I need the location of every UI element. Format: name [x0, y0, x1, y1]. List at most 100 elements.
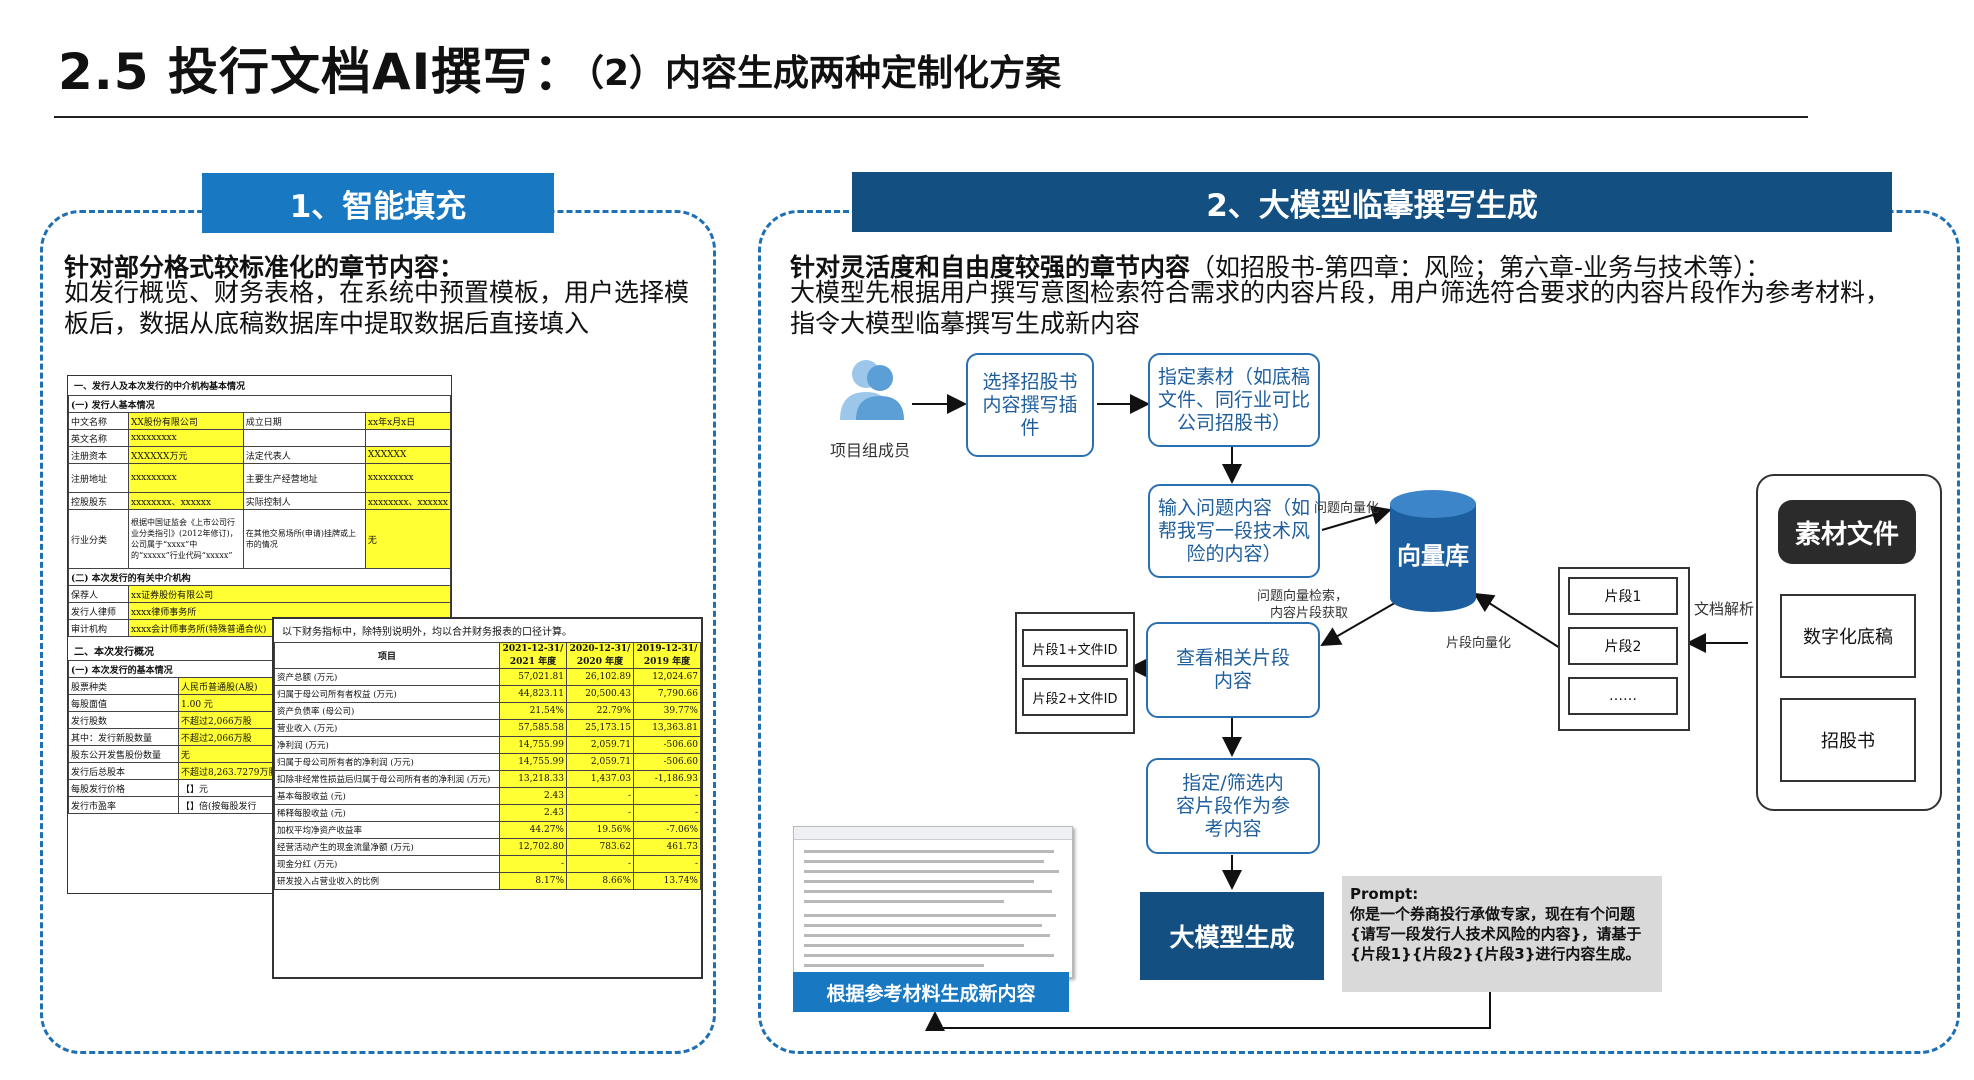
material-prospectus: 招股书 — [1780, 698, 1916, 782]
right-heading-bold: 针对灵活度和自由度较强的章节内容 — [790, 253, 1191, 282]
doc-cell: 行业分类 — [68, 509, 129, 569]
doc-cell: XXXXXX万元 — [128, 446, 244, 464]
doc-cell: 发行市盈率 — [68, 796, 179, 814]
doc-cell: 无 — [364, 509, 451, 569]
title-divider — [54, 116, 1808, 118]
doc-cell: xxxx律师事务所 — [128, 602, 451, 620]
right-panel-desc-line2: 指令大模型临摹撰写生成新内容 — [790, 309, 1141, 338]
row-value: - — [499, 855, 567, 873]
row-value: 26,102.89 — [566, 668, 634, 686]
prompt-text: 你是一个券商投行承做专家，现在有个问题{请写一段发行人技术风险的内容}，请基于{… — [1350, 905, 1642, 963]
table-row: 基本每股收益 (元)2.43-- — [274, 787, 701, 805]
doc-text-lines — [804, 850, 1059, 967]
row-value: -506.60 — [633, 736, 701, 754]
person-icon — [836, 356, 908, 420]
doc-note: 以下财务指标中，除特别说明外，均以合并财务报表的口径计算。 — [282, 627, 572, 638]
doc-cell: xxxxxxxxx — [128, 429, 244, 447]
label-search: 问题向量检索，内容片段获取 — [1256, 589, 1348, 621]
row-value: - — [633, 787, 701, 805]
label-vectorize: 问题向量化 — [1314, 501, 1380, 516]
arrow-db-to-view — [1320, 599, 1401, 646]
doc-cell: 在其他交易场所(申请)挂牌或上市的情况 — [242, 509, 366, 569]
row-value: 2,059.71 — [566, 736, 634, 754]
row-value: - — [633, 804, 701, 822]
row-value: 13,363.81 — [633, 719, 701, 737]
row-value: - — [566, 787, 634, 805]
materials-title: 素材文件 — [1778, 500, 1916, 564]
doc-cell: xxxxxxxxx — [364, 463, 451, 493]
prompt-box: Prompt: 你是一个券商投行承做专家，现在有个问题{请写一段发行人技术风险的… — [1342, 876, 1662, 992]
row-value: 14,755.99 — [499, 753, 567, 771]
row-value: 20,500.43 — [566, 685, 634, 703]
row-value: 14,755.99 — [499, 736, 567, 754]
assign-material-box: 指定素材（如底稿文件、同行业可比公司招股书） — [1148, 353, 1320, 447]
row-value: - — [566, 804, 634, 822]
left-panel-heading: 针对部分格式较标准化的章节内容： — [64, 253, 465, 282]
generated-doc-thumbnail — [793, 826, 1073, 978]
table-header: 2020-12-31/ 2020 年度 — [566, 642, 634, 669]
row-value: 12,024.67 — [633, 668, 701, 686]
label-doc-parse: 文档解析 — [1694, 600, 1755, 618]
vector-db-label: 向量库 — [1397, 542, 1469, 570]
prompt-title: Prompt: — [1350, 885, 1419, 903]
row-value: 21.54% — [499, 702, 567, 720]
row-value: 2.43 — [499, 804, 567, 822]
member-label: 项目组成员 — [830, 441, 911, 460]
segment-more: …… — [1568, 677, 1678, 715]
arrow-input-to-db — [1321, 505, 1392, 531]
segment-2: 片段2 — [1568, 627, 1678, 665]
row-value: 8.17% — [499, 872, 567, 890]
filter-segments-box: 指定/筛选内容片段作为参考内容 — [1146, 758, 1320, 854]
doc-toolbar — [794, 827, 1072, 840]
page-subtitle: （2）内容生成两种定制化方案 — [568, 53, 1062, 94]
segment-1: 片段1 — [1568, 577, 1678, 615]
doc-cell: xxxxxxxxx — [128, 463, 244, 493]
doc-cell: xx证券股份有限公司 — [128, 585, 451, 603]
row-value: 13.74% — [633, 872, 701, 890]
row-value: -1,186.93 — [633, 770, 701, 788]
left-panel-banner: 1、智能填充 — [202, 173, 554, 233]
view-segments-box: 查看相关片段内容 — [1146, 622, 1320, 718]
right-heading-rest: （如招股书-第四章：风险；第六章-业务与技术等）： — [1190, 253, 1771, 282]
arrow-prompt-to-output — [925, 992, 1491, 1031]
doc-cell: XXXXXX — [364, 446, 451, 464]
label-segment-vectorize: 片段向量化 — [1446, 636, 1512, 651]
input-question-box: 输入问题内容（如帮我写一段技术风险的内容） — [1148, 484, 1320, 578]
row-value: 57,585.58 — [499, 719, 567, 737]
doc-section-title: 二、本次发行概况 — [74, 647, 154, 658]
llm-generate-box: 大模型生成 — [1140, 892, 1324, 980]
row-value: 8.66% — [566, 872, 634, 890]
row-value: 783.62 — [566, 838, 634, 856]
left-panel-desc-line1: 如发行概览、财务表格，在系统中预置模板，用户选择模 — [64, 278, 690, 307]
result-segment-1: 片段1+文件ID — [1022, 629, 1128, 667]
select-plugin-box: 选择招股书内容撰写插件 — [966, 353, 1094, 457]
row-value: 25,173.15 — [566, 719, 634, 737]
template-doc-financial-table: 以下财务指标中，除特别说明外，均以合并财务报表的口径计算。 项目 2021-12… — [273, 618, 702, 978]
arrow-segments-to-db — [1473, 592, 1561, 649]
row-value: 39.77% — [633, 702, 701, 720]
table-row: 资产负债率 (母公司)21.54%22.79%39.77% — [274, 702, 701, 720]
row-value: 2.43 — [499, 787, 567, 805]
row-value: 19.56% — [566, 821, 634, 839]
table-row: 稀释每股收益 (元)2.43-- — [274, 804, 701, 822]
right-panel-banner: 2、大模型临摹撰写生成 — [852, 172, 1892, 232]
result-segment-2: 片段2+文件ID — [1022, 678, 1128, 716]
right-panel-desc-line1: 大模型先根据用户撰写意图检索符合需求的内容片段，用户筛选符合要求的内容片段作为参… — [790, 278, 1891, 307]
generated-doc-caption: 根据参考材料生成新内容 — [793, 972, 1069, 1012]
page-title: 2.5 投行文档AI撰写： — [58, 43, 585, 101]
right-panel-heading: 针对灵活度和自由度较强的章节内容（如招股书-第四章：风险；第六章-业务与技术等）… — [790, 248, 1771, 284]
left-panel-desc-line2: 板后，数据从底稿数据库中提取数据后直接填入 — [64, 309, 590, 338]
row-value: -506.60 — [633, 753, 701, 771]
doc-section-title: 一、发行人及本次发行的中介机构基本情况 — [74, 382, 246, 392]
vector-db — [1390, 490, 1476, 612]
doc-cell: 根据中国证监会《上市公司行业分类指引》(2012年修订)，公司属于“xxxx”中… — [128, 509, 244, 569]
doc-cell: 主要生产经营地址 — [242, 463, 366, 493]
